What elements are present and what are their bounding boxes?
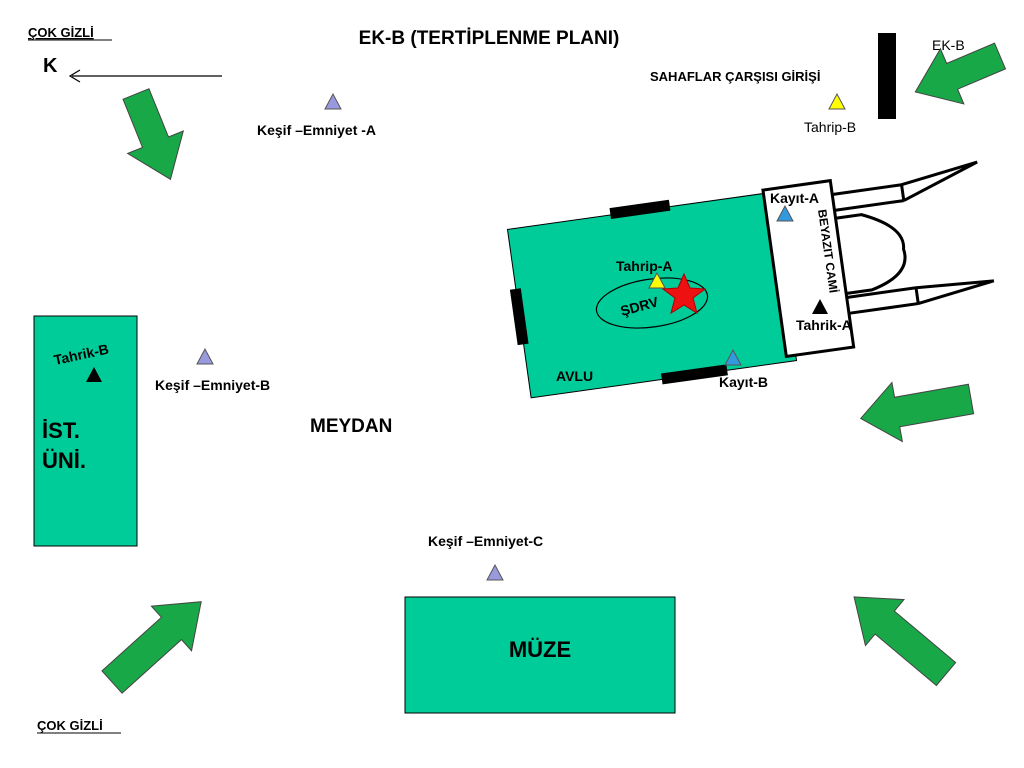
approach-arrow-southwest [101, 601, 202, 694]
shdrv-ellipse [595, 277, 709, 329]
museum-label: MÜZE [509, 637, 571, 662]
tahrip-a-triangle [648, 271, 666, 289]
courtyard-label: AVLU [556, 368, 593, 384]
square-label: MEYDAN [310, 416, 392, 437]
kayit-a-triangle [776, 204, 794, 222]
museum-building [404, 596, 676, 714]
kesif-b-triangle [196, 347, 214, 365]
annex-label: EK-B [932, 37, 965, 53]
courtyard-gate-south [661, 364, 728, 385]
kayit-b-triangle [724, 348, 742, 366]
university-label-line2: ÜNİ. [42, 448, 86, 473]
kesif-c-triangle [486, 563, 504, 581]
page-title: EK-B (TERTİPLENME PLANI) [359, 28, 620, 49]
tahrik-b-triangle [86, 367, 102, 382]
mosque-building [761, 178, 856, 359]
mosque-group [761, 160, 995, 359]
approach-arrow-northeast [914, 42, 1007, 105]
university-label-line1: İST. [42, 418, 80, 443]
kesif-a-label: Keşif –Emniyet -A [257, 122, 376, 138]
tahrip-b-label: Tahrip-B [804, 119, 856, 135]
kesif-b-label: Keşif –Emniyet-B [155, 377, 270, 393]
target-star-icon [661, 272, 707, 315]
sahaflar-label: SAHAFLAR ÇARŞISI GİRİŞİ [650, 69, 820, 84]
tahrik-a-label: Tahrik-A [796, 317, 852, 333]
approach-arrow-southeast [853, 596, 957, 687]
classification-top: ÇOK GİZLİ [28, 25, 94, 40]
university-building [33, 315, 138, 547]
tahrik-a-triangle [812, 299, 828, 314]
tahrip-a-label: Tahrip-A [616, 258, 673, 274]
kesif-a-triangle [324, 92, 342, 110]
sahaflar-wall [878, 33, 896, 119]
kayit-b-label: Kayıt-B [719, 374, 768, 390]
kesif-c-label: Keşif –Emniyet-C [428, 533, 543, 549]
kayit-a-label: Kayıt-A [770, 190, 819, 206]
classification-bottom: ÇOK GİZLİ [37, 718, 103, 733]
courtyard-gate-west [509, 288, 529, 346]
courtyard-gate-north [609, 199, 671, 219]
approach-arrow-northwest [122, 88, 185, 181]
north-arrow [68, 69, 222, 83]
north-label: K [43, 55, 58, 77]
tahrip-b-triangle [828, 92, 846, 110]
approach-arrow-east [859, 381, 975, 443]
